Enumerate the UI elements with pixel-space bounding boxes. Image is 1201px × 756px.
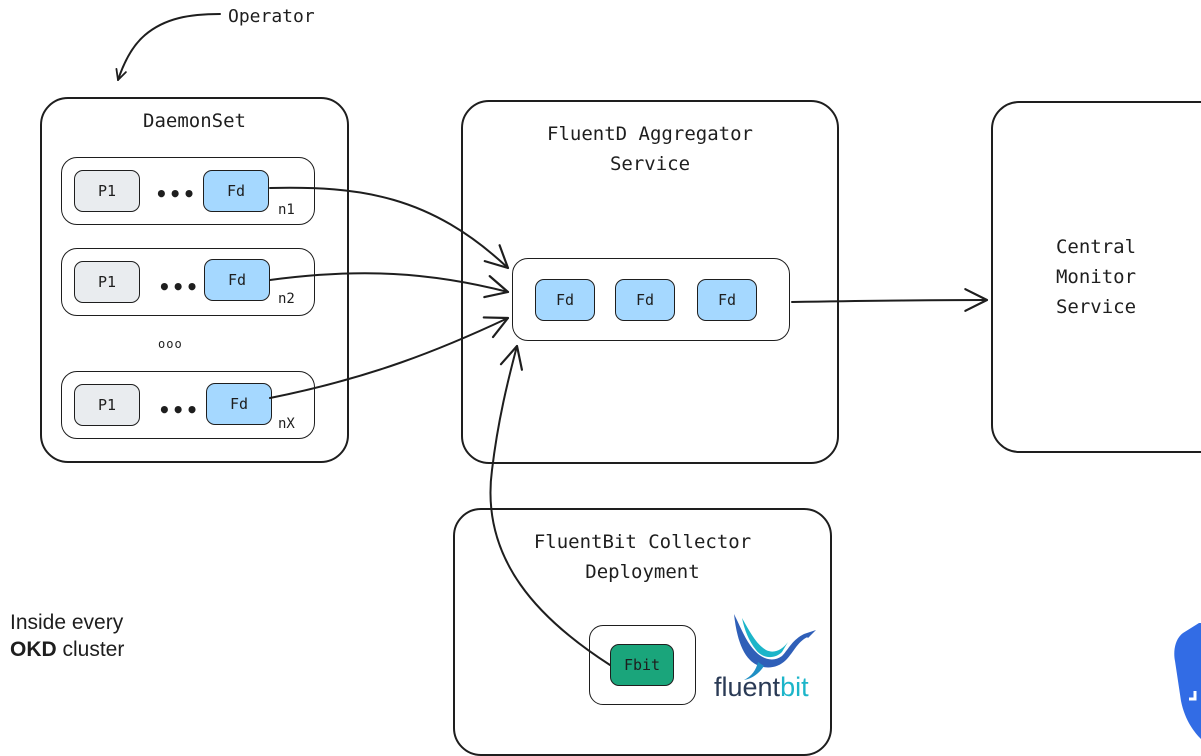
logo-text-fluent: fluent: [714, 672, 781, 702]
fluentbit-logo: fluentbit: [712, 612, 832, 712]
ellipsis-dots: •••: [158, 398, 200, 422]
collector-title-line2: Deployment: [585, 561, 700, 583]
aggregator-fd-chip: Fd: [697, 279, 757, 321]
central-line1: Central: [1055, 236, 1137, 258]
node-tag: nX: [278, 416, 295, 432]
aggregator-pool: Fd Fd Fd: [512, 258, 790, 341]
ellipsis-dots: •••: [158, 275, 200, 299]
pod-chip: P1: [74, 170, 140, 212]
pod-chip: P1: [74, 384, 140, 426]
central-monitor-container: Central Monitor Service: [991, 101, 1201, 453]
fd-chip: Fd: [203, 170, 269, 212]
daemonset-node-row: P1 ••• Fd n1: [61, 157, 315, 225]
gap-marker: ooo: [158, 337, 183, 351]
ellipsis-dots: •••: [155, 182, 197, 206]
central-line3: Service: [1055, 296, 1137, 318]
aggregator-title-line2: Service: [609, 153, 691, 175]
note-rest: cluster: [56, 638, 125, 661]
note-line2: OKD cluster: [10, 636, 124, 663]
fd-chip: Fd: [206, 383, 272, 425]
note-line1: Inside every: [10, 611, 124, 634]
daemonset-node-row: P1 ••• Fd n2: [61, 248, 315, 316]
logo-text-bit: bit: [780, 672, 809, 702]
fbit-chip: Fbit: [610, 644, 674, 686]
aggregator-fd-chip: Fd: [615, 279, 675, 321]
aggregator-fd-chip: Fd: [535, 279, 595, 321]
operator-label: Operator: [228, 6, 315, 27]
collector-title-line1: FluentBit Collector: [533, 531, 752, 553]
note-bold: OKD: [10, 638, 57, 661]
operator-arrow: [115, 13, 221, 81]
central-line2: Monitor: [1055, 266, 1137, 288]
cluster-note: Inside every OKD cluster: [10, 609, 124, 663]
node-tag: n1: [278, 202, 295, 218]
fluentbit-bird-logo: [734, 614, 816, 680]
daemonset-node-row: P1 ••• Fd nX: [61, 371, 315, 439]
kubernetes-logo-partial: [1174, 623, 1201, 739]
collector-pod: Fbit: [589, 625, 696, 705]
pod-chip: P1: [74, 261, 140, 303]
node-tag: n2: [278, 291, 295, 307]
daemonset-title: DaemonSet: [143, 110, 246, 132]
fd-chip: Fd: [204, 259, 270, 301]
aggregator-title-line1: FluentD Aggregator: [547, 123, 753, 145]
